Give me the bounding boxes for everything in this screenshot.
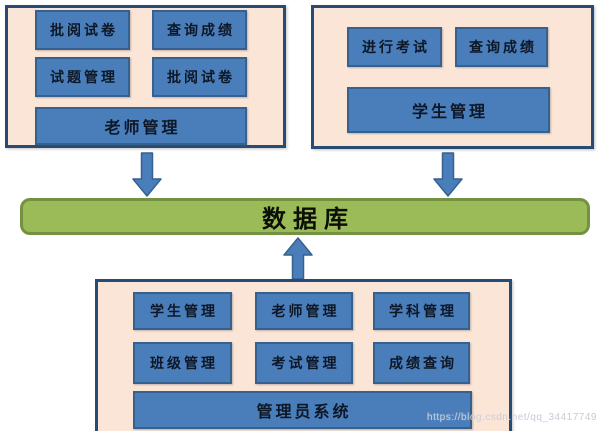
admin-box-teacher-management: 老师管理 xyxy=(255,292,353,330)
teacher-box-question-management: 试题管理 xyxy=(35,57,130,97)
admin-box-subject-management: 学科管理 xyxy=(373,292,470,330)
admin-box-label: 学科管理 xyxy=(389,303,457,319)
admin-box-label: 考试管理 xyxy=(271,355,340,371)
database-label: 数据库 xyxy=(262,206,355,233)
student-panel: 进行考试 查询成绩 学生管理 xyxy=(311,5,594,149)
database-bar: 数据库 xyxy=(20,198,590,235)
student-box-label: 查询成绩 xyxy=(469,39,537,55)
down-arrow-teacher-icon xyxy=(132,152,162,197)
teacher-box-label: 试题管理 xyxy=(50,69,118,85)
down-arrow-student-icon xyxy=(433,152,463,197)
admin-box-exam-management: 考试管理 xyxy=(255,342,353,384)
teacher-box-review-papers-1: 批阅试卷 xyxy=(35,10,130,50)
admin-box-student-management: 学生管理 xyxy=(133,292,232,330)
admin-box-class-management: 班级管理 xyxy=(133,342,232,384)
teacher-footer-label: 老师管理 xyxy=(104,120,181,137)
admin-box-label: 班级管理 xyxy=(150,355,218,371)
student-box-query-grades: 查询成绩 xyxy=(455,27,548,67)
student-management-box: 学生管理 xyxy=(347,87,550,133)
up-arrow-admin-icon xyxy=(283,237,313,280)
teacher-box-label: 查询成绩 xyxy=(167,22,235,38)
teacher-management-box: 老师管理 xyxy=(35,107,247,145)
admin-footer-label: 管理员系统 xyxy=(256,404,352,421)
teacher-box-query-grades: 查询成绩 xyxy=(152,10,247,50)
admin-box-grade-query: 成绩查询 xyxy=(373,342,470,384)
teacher-box-review-papers-2: 批阅试卷 xyxy=(152,57,247,97)
student-box-label: 进行考试 xyxy=(362,39,430,55)
teacher-panel: 批阅试卷 查询成绩 试题管理 批阅试卷 老师管理 xyxy=(5,5,286,148)
admin-box-label: 学生管理 xyxy=(150,303,218,319)
admin-box-label: 成绩查询 xyxy=(389,355,457,371)
teacher-box-label: 批阅试卷 xyxy=(167,69,235,85)
admin-box-label: 老师管理 xyxy=(271,303,340,319)
student-box-take-exam: 进行考试 xyxy=(347,27,442,67)
watermark: https://blog.csdn.net/qq_34417749 xyxy=(427,412,597,423)
admin-panel: 学生管理 老师管理 学科管理 班级管理 考试管理 成绩查询 管理员系统 xyxy=(95,279,512,431)
student-footer-label: 学生管理 xyxy=(411,104,488,121)
admin-system-box: 管理员系统 xyxy=(133,391,472,429)
teacher-box-label: 批阅试卷 xyxy=(50,22,118,38)
